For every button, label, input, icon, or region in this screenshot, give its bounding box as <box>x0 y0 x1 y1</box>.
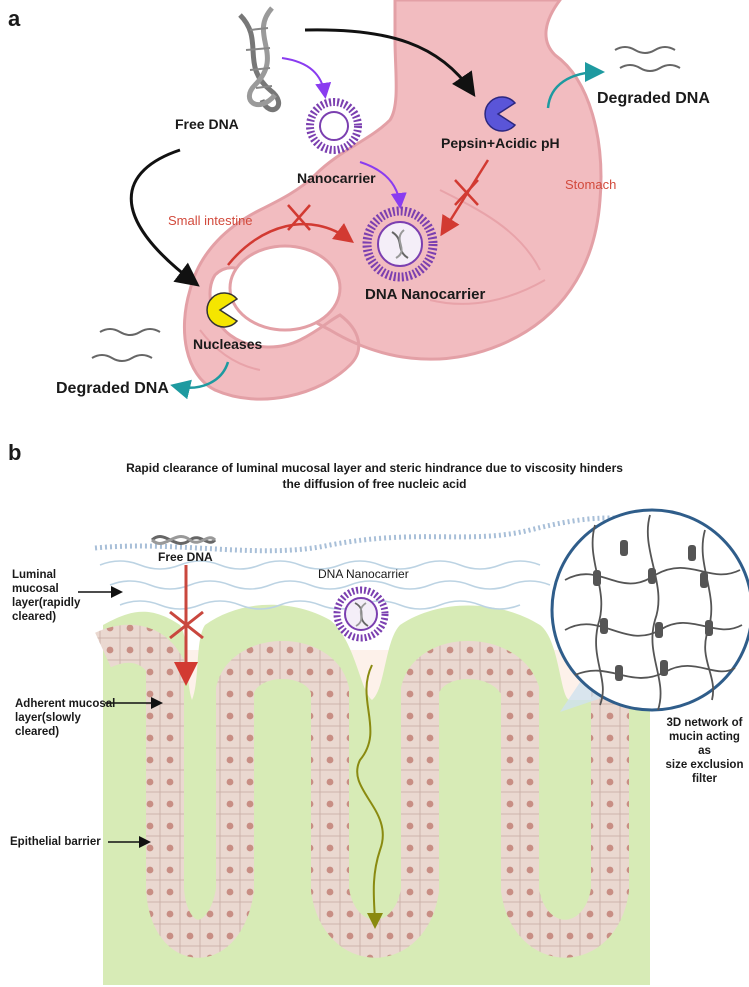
arrow-dna-to-nanocarrier <box>281 57 332 99</box>
dna-helix-icon <box>238 6 282 113</box>
label-mucin-network: 3D network of mucin acting as size exclu… <box>662 716 747 786</box>
label-free-dna-b: Free DNA <box>158 550 213 564</box>
panel-a-diagram <box>91 0 681 401</box>
luminal-line: mucosal <box>12 583 59 595</box>
arrow-nanocarrier-to-complex <box>359 161 407 209</box>
epithelial-layer <box>95 624 654 958</box>
label-degraded-dna-bottom: Degraded DNA <box>56 380 169 397</box>
label-degraded-dna-top: Degraded DNA <box>597 90 710 107</box>
luminal-line: layer(rapidly <box>12 597 81 609</box>
panel-b-title-line1: Rapid clearance of luminal mucosal layer… <box>126 461 623 475</box>
mucin-glycoprotein-nodes <box>593 540 713 681</box>
panel-b-title-line2: the diffusion of free nucleic acid <box>282 477 467 491</box>
label-nanocarrier: Nanocarrier <box>297 170 376 186</box>
nanocarrier-icon <box>306 98 362 154</box>
arrow-pepsin-blocked <box>440 159 490 237</box>
adherent-line: layer(slowly <box>15 712 81 724</box>
label-dna-nanocarrier-b: DNA Nanocarrier <box>318 567 409 581</box>
arrow-to-degraded-top <box>546 62 605 109</box>
adherent-line: Adherent mucosal <box>15 698 116 710</box>
nuclease-enzyme-icon <box>206 292 239 328</box>
intestine-loop-hole <box>228 244 342 332</box>
panel-b-letter: b <box>8 440 22 465</box>
network-line: mucin acting as <box>669 731 740 757</box>
mucosal-surface-bilayer <box>94 515 656 554</box>
pepsin-enzyme-icon <box>484 96 517 132</box>
luminal-line: Luminal <box>12 569 57 581</box>
network-line: size exclusion <box>665 759 744 771</box>
label-luminal-mucosal-layer: Luminal mucosal layer(rapidly cleared) <box>12 568 80 624</box>
arrow-freedna-to-nucleases <box>129 148 200 287</box>
dna-nanocarrier-icon <box>362 206 438 282</box>
label-dna-nanocarrier: DNA Nanocarrier <box>365 286 486 303</box>
network-line: filter <box>692 773 717 785</box>
dna-nanocarrier-icon <box>333 586 389 642</box>
block-cross-icon <box>454 179 479 206</box>
panel-b-diagram <box>78 508 749 985</box>
block-cross-icon <box>287 204 311 231</box>
block-cross-icon <box>169 610 204 640</box>
label-small-intestine: Small intestine <box>168 213 253 228</box>
label-pepsin-acidic-ph: Pepsin+Acidic pH <box>441 135 560 151</box>
arrow-freedna-to-pepsin <box>304 28 476 97</box>
arrow-nanocarrier-diffusion <box>356 664 384 929</box>
label-nucleases: Nucleases <box>193 336 263 352</box>
network-line: 3D network of <box>666 717 743 729</box>
label-free-dna: Free DNA <box>175 116 239 132</box>
panel-a-letter: a <box>8 6 21 31</box>
label-stomach: Stomach <box>565 177 617 192</box>
arrow-to-degraded-bottom <box>170 361 230 400</box>
label-epithelial-barrier: Epithelial barrier <box>10 836 101 848</box>
adherent-line: cleared) <box>15 726 60 738</box>
luminal-line: cleared) <box>12 611 57 623</box>
mucin-network-zoom-circle <box>550 508 749 712</box>
arrow-intestine-blocked <box>227 222 355 266</box>
label-adherent-mucosal-layer: Adherent mucosal layer(slowly cleared) <box>15 697 115 739</box>
dna-helix-icon <box>150 535 217 545</box>
degraded-dna-fragments-icon <box>91 46 681 362</box>
